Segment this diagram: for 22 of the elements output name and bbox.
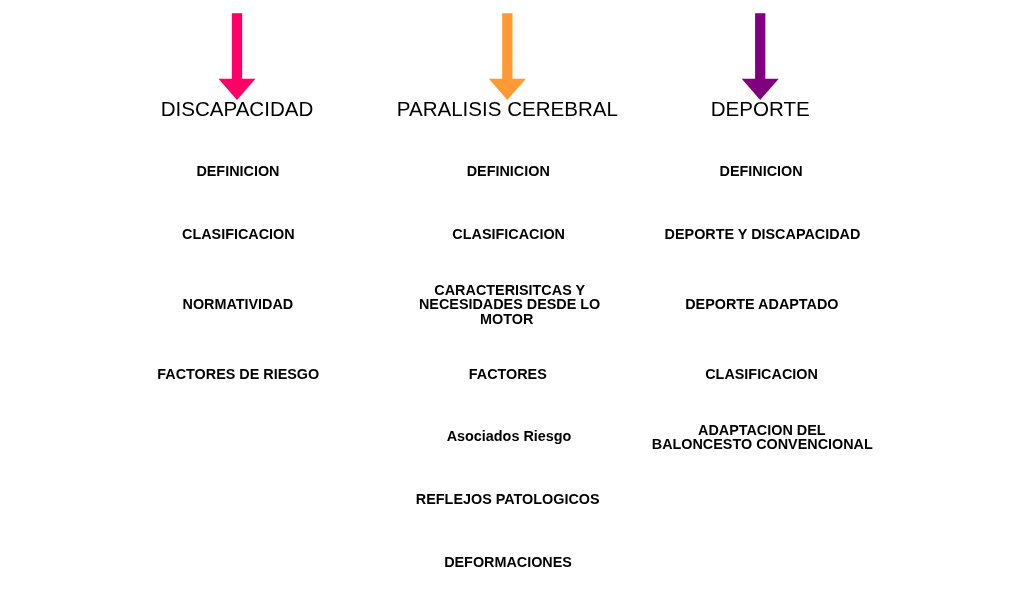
label: FACTORES DE RIESGO: [157, 365, 320, 382]
label: CLASIFICACION: [452, 225, 565, 242]
label: FACTORES: [468, 365, 547, 382]
label: NORMATIVIDAD: [182, 295, 294, 312]
label: DEPORTE ADAPTADO: [685, 295, 839, 312]
label: DEFORMACIONES: [444, 553, 572, 570]
node-text: DISCAPACIDAD: [160, 96, 314, 120]
label: DEPORTE Y DISCAPACIDAD: [664, 225, 861, 242]
arrow: [218, 13, 256, 100]
node-text: DEPORTE: [710, 96, 810, 120]
label: Asociados Riesgo: [446, 428, 572, 445]
label: CARACTERISITCAS Y NECESIDADES DESDE LO MOTOR: [418, 281, 601, 327]
label: DEFINICION: [466, 163, 550, 180]
arrow: [488, 13, 526, 100]
node-text: PARALISIS CEREBRAL: [396, 96, 618, 120]
label: REFLEJOS PATOLOGICOS: [415, 491, 600, 508]
label: DEFINICION: [196, 163, 280, 180]
arrow: [741, 13, 779, 100]
label: DEFINICION: [719, 163, 803, 180]
label: CLASIFICACION: [182, 225, 295, 242]
label: CLASIFICACION: [705, 365, 818, 382]
label: ADAPTACION DEL BALONCESTO CONVENCIONAL: [651, 421, 873, 453]
